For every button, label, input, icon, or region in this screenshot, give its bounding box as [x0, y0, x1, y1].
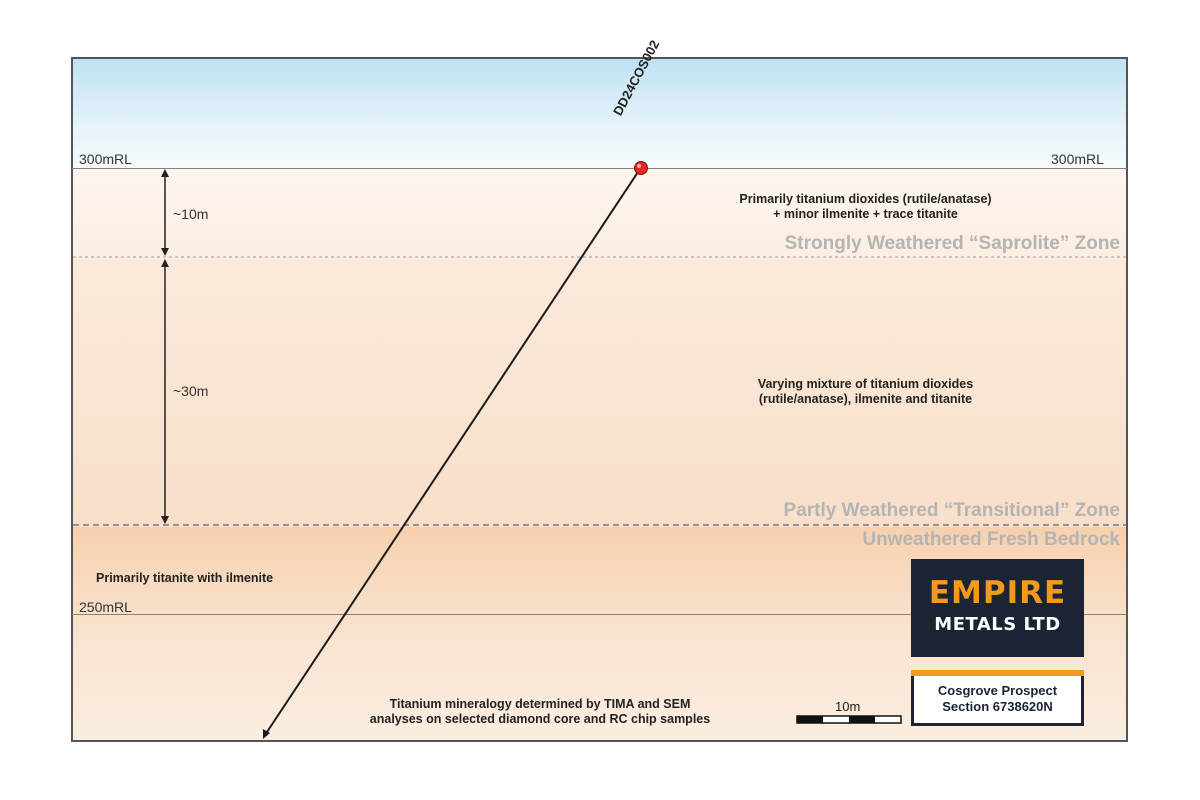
saprolite-thickness-arrow [161, 169, 169, 256]
footnote-line2: analyses on selected diamond core and RC… [369, 712, 711, 726]
saprolite-note-line2: + minor ilmenite + trace titanite [773, 207, 958, 221]
transitional-zone [73, 259, 1126, 527]
bedrock-zone-label: Unweathered Fresh Bedrock [862, 529, 1120, 550]
logo-wordmark: EMPIRE [928, 575, 1067, 611]
saprolite-note-line1: Primarily titanium dioxides (rutile/anat… [739, 192, 992, 206]
rl-300-label-right: 300mRL [1051, 151, 1104, 167]
saprolite-zone-label: Strongly Weathered “Saprolite” Zone [784, 233, 1120, 254]
footnote: Titanium mineralogy determined by TIMA a… [300, 697, 780, 727]
rl-300-line [72, 168, 1127, 169]
transitional-note-line2: (rutile/anatase), ilmenite and titanite [758, 392, 973, 406]
transitional-note: Varying mixture of titanium dioxides (ru… [678, 377, 1053, 407]
section-accent-bar [911, 670, 1084, 676]
rl-300-label-left: 300mRL [79, 151, 132, 167]
saprolite-note: Primarily titanium dioxides (rutile/anat… [678, 192, 1053, 222]
transitional-note-line1: Varying mixture of titanium dioxides [757, 377, 974, 391]
transitional-thickness-arrow [161, 259, 169, 524]
company-logo: EMPIRE METALS LTD [911, 559, 1084, 657]
prospect-name: Cosgrove Prospect [937, 683, 1058, 698]
sky-band [73, 59, 1126, 170]
bedrock-note: Primarily titanite with ilmenite [96, 571, 274, 585]
collar-marker [634, 161, 648, 175]
footnote-line1: Titanium mineralogy determined by TIMA a… [389, 697, 691, 711]
transitional-zone-label: Partly Weathered “Transitional” Zone [783, 500, 1120, 521]
section-number: Section 6738620N [942, 699, 1053, 714]
saprolite-thickness-label: ~10m [173, 206, 209, 222]
drillhole-trace [263, 168, 641, 739]
saprolite-zone [73, 170, 1126, 259]
section-label-box: Cosgrove Prospect Section 6738620N [911, 670, 1084, 726]
scale-bar-label: 10m [835, 699, 861, 714]
rl-250-line [72, 614, 1127, 615]
logo-subline: METALS LTD [934, 614, 1061, 635]
section-text: Cosgrove Prospect Section 6738620N [914, 683, 1081, 715]
scale-bar [796, 715, 902, 724]
transitional-thickness-label: ~30m [173, 383, 209, 399]
rl-250-label: 250mRL [79, 599, 132, 615]
